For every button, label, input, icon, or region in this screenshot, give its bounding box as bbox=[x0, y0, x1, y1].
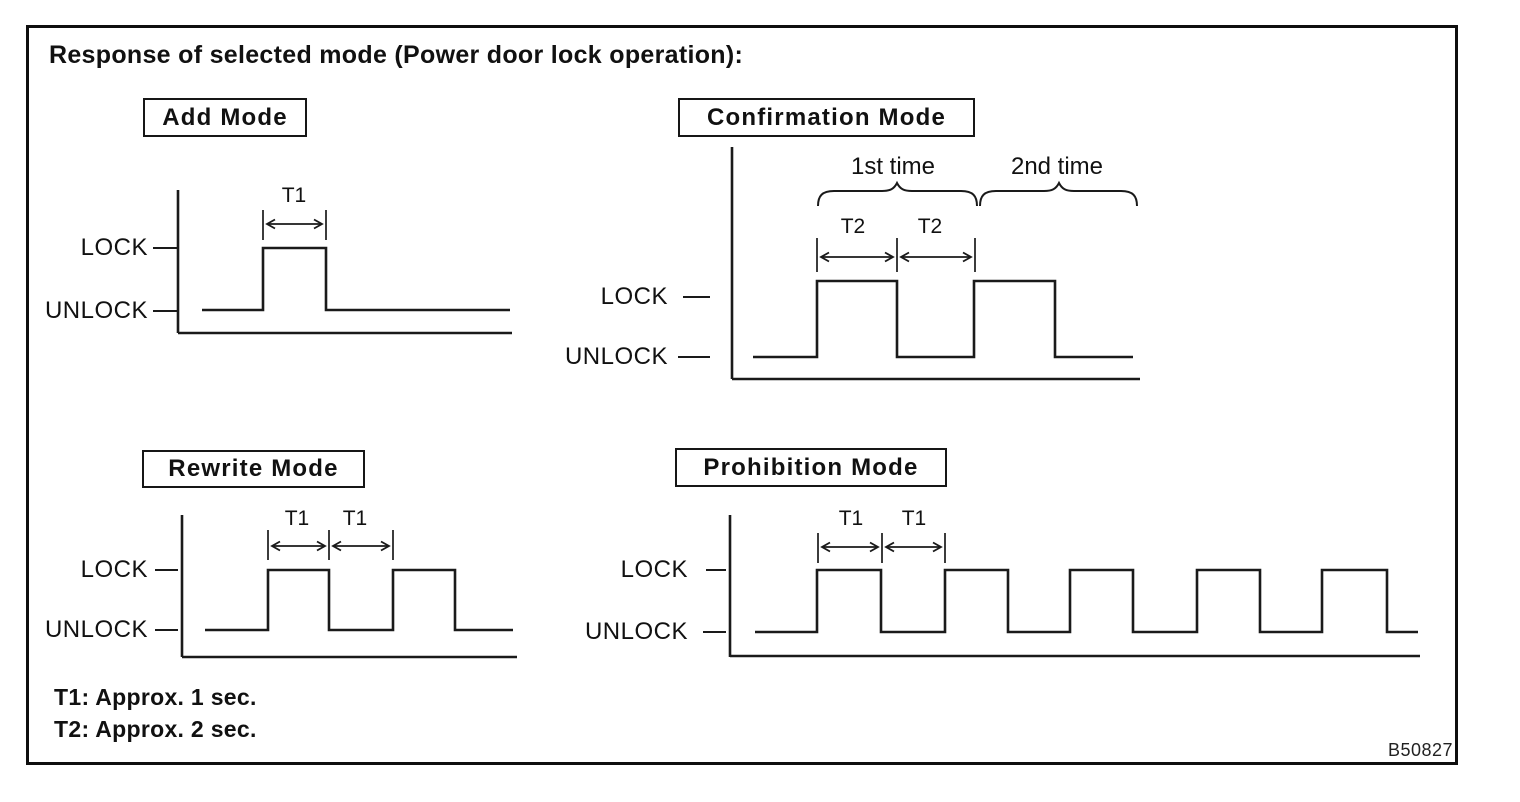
note-t2: T2: Approx. 2 sec. bbox=[54, 716, 257, 742]
add-mode-header-box: Add Mode bbox=[143, 98, 307, 137]
add-unlock-label: UNLOCK bbox=[44, 297, 148, 324]
confirmation-mode-header-box: Confirmation Mode bbox=[678, 98, 975, 137]
conf-lock-label: LOCK bbox=[600, 283, 668, 310]
note-t1: T1: Approx. 1 sec. bbox=[54, 684, 257, 710]
rewrite-mode-header-box: Rewrite Mode bbox=[142, 450, 365, 488]
conf-t2-label-2: T2 bbox=[917, 215, 943, 238]
add-t1-label: T1 bbox=[281, 184, 307, 207]
conf-first-time-label: 1st time bbox=[850, 153, 936, 180]
proh-lock-label: LOCK bbox=[620, 556, 688, 583]
proh-t1-label-2: T1 bbox=[901, 507, 927, 530]
figure-border-frame bbox=[26, 25, 1458, 765]
add-mode-title: Add Mode bbox=[162, 104, 288, 131]
figure-title: Response of selected mode (Power door lo… bbox=[49, 41, 744, 69]
add-lock-label: LOCK bbox=[80, 234, 148, 261]
rewrite-lock-label: LOCK bbox=[80, 556, 148, 583]
conf-second-time-label: 2nd time bbox=[1010, 153, 1104, 180]
conf-unlock-label: UNLOCK bbox=[564, 343, 668, 370]
rewrite-mode-title: Rewrite Mode bbox=[168, 455, 339, 482]
rewrite-t1-label-2: T1 bbox=[342, 507, 368, 530]
conf-t2-label-1: T2 bbox=[840, 215, 866, 238]
prohibition-mode-header-box: Prohibition Mode bbox=[675, 448, 947, 487]
proh-unlock-label: UNLOCK bbox=[584, 618, 688, 645]
rewrite-t1-label-1: T1 bbox=[284, 507, 310, 530]
proh-t1-label-1: T1 bbox=[838, 507, 864, 530]
rewrite-unlock-label: UNLOCK bbox=[44, 616, 148, 643]
confirmation-mode-title: Confirmation Mode bbox=[706, 104, 947, 131]
prohibition-mode-title: Prohibition Mode bbox=[703, 454, 919, 481]
figure-code: B50827 bbox=[1387, 740, 1453, 760]
